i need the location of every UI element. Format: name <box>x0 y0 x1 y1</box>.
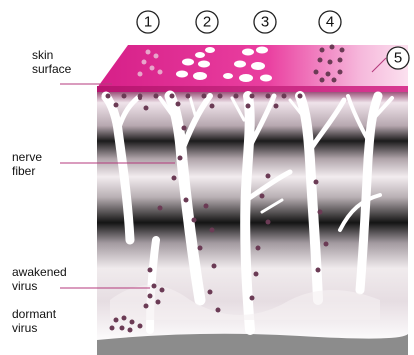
stage-number-4: 4 <box>326 14 334 31</box>
label-nerve-fiber: nerve fiber <box>12 150 42 178</box>
label-skin-surface-line1: skin <box>32 48 71 62</box>
label-awakened-virus-line1: awakened <box>12 265 67 279</box>
stage-number-3: 3 <box>261 14 269 31</box>
label-skin-surface-line2: surface <box>32 62 71 76</box>
label-dormant-virus-line1: dormant <box>12 307 56 321</box>
label-awakened-virus: awakened virus <box>12 265 67 293</box>
stage-number-2: 2 <box>203 14 211 31</box>
label-skin-surface: skin surface <box>32 48 71 76</box>
label-nerve-fiber-line1: nerve <box>12 150 42 164</box>
stage-number-1: 1 <box>144 14 152 31</box>
label-dormant-virus: dormant virus <box>12 307 56 335</box>
label-dormant-virus-line2: virus <box>12 321 56 335</box>
stage-number-5: 5 <box>394 50 402 67</box>
skin-edge <box>97 86 408 92</box>
label-awakened-virus-line2: virus <box>12 279 67 293</box>
label-nerve-fiber-line2: fiber <box>12 164 42 178</box>
